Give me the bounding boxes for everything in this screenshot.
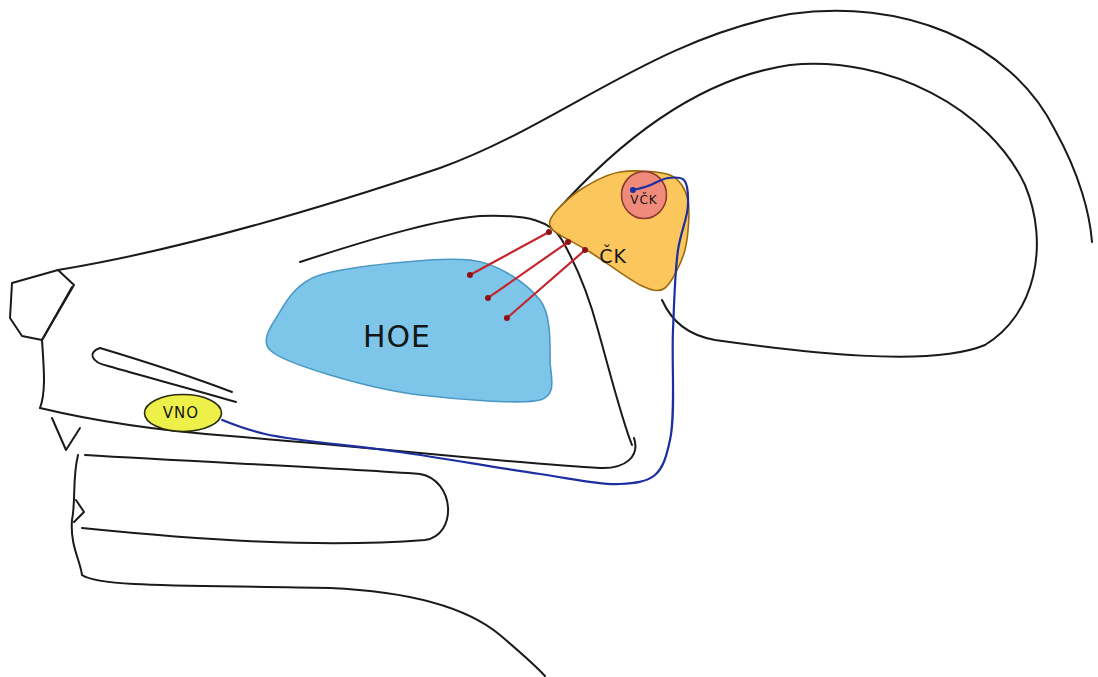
olfactory-nerve-line <box>488 242 568 298</box>
connector-dot <box>504 315 510 321</box>
structure-label: ČK <box>599 247 627 266</box>
connector-dot <box>630 187 636 193</box>
structure-label: VČK <box>630 194 657 206</box>
palate-outline <box>40 408 635 468</box>
upper-lip-outline <box>40 340 44 408</box>
olfactory-bulb: ČK VČK <box>549 168 691 290</box>
nose-outline <box>10 270 74 340</box>
nasal-slit <box>92 348 236 402</box>
accessory-olfactory-bulb: VČK <box>620 170 668 220</box>
lower-jaw-outline <box>72 455 545 676</box>
lower-tooth <box>74 500 84 522</box>
olfactory-bulb-outline <box>550 171 689 291</box>
structure-label: HOE <box>363 322 431 352</box>
connector-dot <box>546 229 552 235</box>
vomeronasal-nerve-line <box>222 177 688 484</box>
connector-dot <box>485 295 491 301</box>
olfactory-bulb-shape <box>549 168 691 290</box>
accessory-olfactory-bulb-outline <box>622 172 667 219</box>
connector-dot <box>565 239 571 245</box>
vomeronasal-organ-outline <box>145 395 222 432</box>
tongue-outline <box>82 455 448 543</box>
upper-canine <box>52 418 80 450</box>
olfactory-epithelium: HOE <box>265 257 552 407</box>
structure-label: VNO <box>163 406 199 421</box>
olfactory-epithelium-outline <box>266 259 552 402</box>
connector-dot <box>467 272 473 278</box>
nose-line <box>42 287 72 340</box>
vomeronasal-organ: VNO <box>143 393 223 433</box>
connector-dot <box>582 247 588 253</box>
brain-cavity-outline <box>555 64 1037 357</box>
olfactory-nerve-line <box>507 250 585 318</box>
olfactory-nerve-line <box>470 232 549 275</box>
